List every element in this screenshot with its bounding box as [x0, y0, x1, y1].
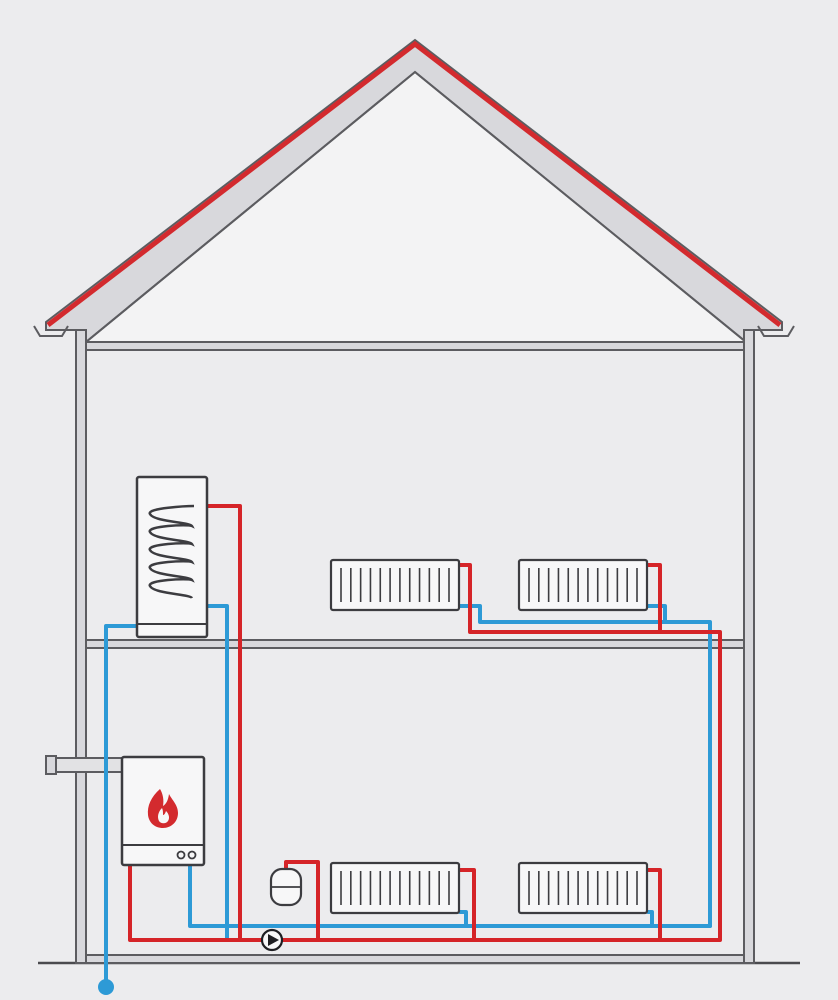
cold-inlet-pipe: [104, 624, 139, 987]
expansion-tank-icon: [269, 867, 303, 907]
radiator-fins-icon: [517, 558, 649, 612]
coil-cylinder-icon: [135, 475, 209, 639]
tank-coil: [148, 504, 195, 600]
boiler: [120, 755, 206, 867]
floor-slab-middle: [85, 639, 745, 649]
ground-radiator-1-return: [458, 910, 468, 928]
ceiling-upper: [85, 341, 745, 351]
ground-radiator-1-supply: [458, 868, 476, 942]
ground-radiator-2-return: [646, 910, 654, 928]
floor-slab-ground: [85, 954, 745, 964]
boiler-return-pipe: [188, 863, 712, 928]
upper-radiator-2-supply: [646, 563, 662, 634]
return-pipes: [104, 604, 712, 987]
pump-triangle-icon: [260, 928, 284, 952]
flame-icon: [147, 789, 178, 828]
radiators: [329, 558, 649, 915]
gutter-left: [33, 325, 69, 337]
radiator-upper-1: [329, 558, 461, 612]
radiator-ground-1: [329, 861, 461, 915]
tank-supply-pipe: [205, 504, 242, 942]
roof-inner-edge: [85, 70, 747, 343]
radiator-fins-icon: [329, 861, 461, 915]
boiler-knob-2: [187, 850, 197, 860]
radiator-fins-icon: [329, 558, 461, 612]
roof-covering-red: [46, 40, 782, 327]
flue-pipe: [45, 755, 123, 775]
upper-return-pipe: [458, 604, 712, 928]
supply-pipes: [128, 504, 722, 942]
gutter-right: [757, 325, 795, 337]
water-inlet-dot-icon: [98, 979, 114, 995]
boiler-knob-1: [176, 850, 186, 860]
ground-radiator-2-supply: [646, 868, 662, 942]
left-wall: [75, 329, 87, 964]
main-supply-pipe: [128, 563, 722, 942]
radiator-upper-2: [517, 558, 649, 612]
tank-return-pipe: [205, 604, 229, 942]
attic-space: [86, 72, 746, 342]
expansion-vessel-pipe: [284, 860, 320, 942]
right-wall: [743, 329, 755, 964]
radiator-fins-icon: [517, 861, 649, 915]
radiator-ground-2: [517, 861, 649, 915]
roof: [33, 38, 795, 345]
upper-radiator-2-return: [646, 604, 667, 624]
building-structure: [75, 329, 755, 964]
